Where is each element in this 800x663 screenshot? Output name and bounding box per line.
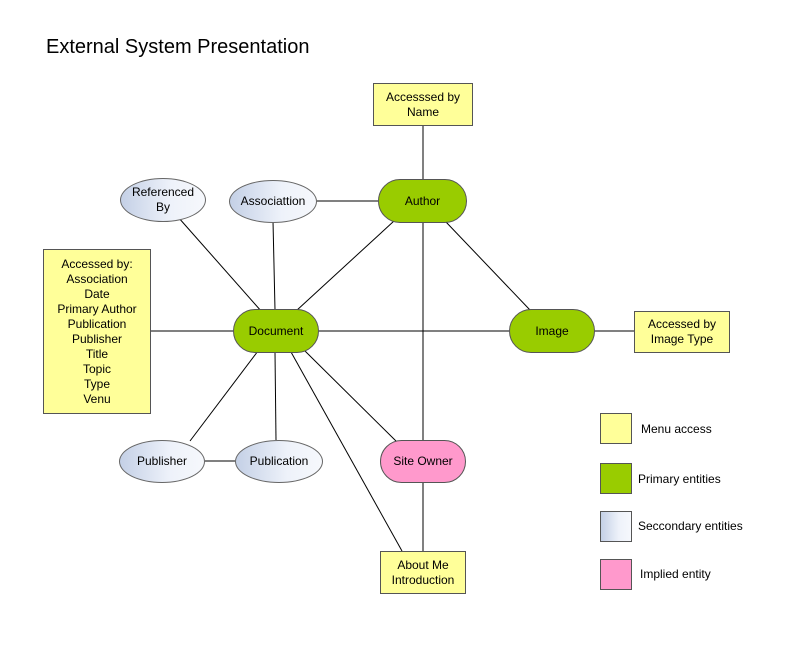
- edge-document-publisher: [189, 350, 259, 442]
- edge-document-publication: [274, 351, 277, 441]
- legend-label-primary: Primary entities: [638, 472, 721, 486]
- node-text-line: Name: [406, 104, 439, 119]
- edge-document-aboutme: [290, 351, 403, 552]
- edge-referenced-document: [177, 216, 263, 313]
- edge-author-image: [445, 221, 531, 311]
- diagram-title: External System Presentation: [46, 36, 310, 58]
- entity-site-owner: Site Owner: [380, 440, 466, 483]
- node-text-line: About Me: [397, 557, 449, 572]
- legend-label-secondary: Seccondary entities: [638, 519, 743, 533]
- node-text-line: Accessed by: [647, 317, 717, 331]
- legend-swatch-implied: [600, 559, 632, 590]
- node-text-line: Association: [66, 271, 128, 286]
- edge-author-document: [295, 220, 395, 312]
- node-text-line: Type: [83, 376, 110, 391]
- edge-document-siteowner: [304, 350, 399, 444]
- node-text-line: Venu: [83, 391, 111, 406]
- node-text-line: Introduction: [391, 572, 455, 587]
- entity-image: Image: [509, 309, 595, 353]
- node-text-line: Topic: [82, 361, 111, 376]
- entity-author: Author: [378, 179, 467, 223]
- node-text-line: Referenced: [131, 185, 195, 199]
- node-text-line: Accessed by:: [61, 256, 133, 271]
- legend-swatch-primary: [600, 463, 632, 494]
- entity-document: Document: [233, 309, 319, 353]
- node-text-line: Image Type: [650, 332, 714, 346]
- node-text-line: Publisher: [71, 331, 123, 346]
- node-text-line: Publication: [67, 316, 127, 331]
- entity-publisher: Publisher: [119, 440, 205, 483]
- node-text-line: Title: [85, 346, 109, 361]
- legend-label-implied: Implied entity: [640, 567, 711, 581]
- legend-swatch-menu-access: [600, 413, 632, 444]
- node-text-line: Date: [84, 286, 110, 301]
- entity-publication: Publication: [235, 440, 323, 483]
- edge-association-document: [272, 220, 276, 311]
- node-text-line: Accesssed by: [385, 89, 461, 104]
- legend-swatch-secondary: [600, 511, 632, 542]
- entity-association: Associattion: [229, 180, 317, 223]
- node-text-line: By: [155, 200, 170, 214]
- node-text-line: Primary Author: [57, 301, 137, 316]
- legend-label-menu-access: Menu access: [641, 422, 712, 436]
